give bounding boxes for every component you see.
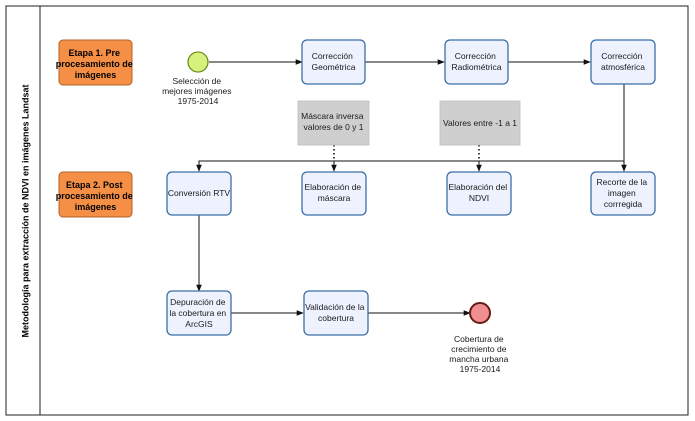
svg-text:Selección de mejores imáge: Selección de mejores imágenes 1975-2014 [162, 76, 234, 106]
end-label-line-2: crecimiento de [451, 344, 507, 354]
task-depuration-line-3: ArcGIS [185, 319, 213, 329]
task-rtv-conversion[interactable]: Conversión RTV [166, 171, 232, 216]
end-label-line-4: 1975-2014 [460, 364, 501, 374]
note-mask[interactable]: Máscara inversa valores de 0 y 1 [297, 100, 370, 146]
svg-text:Corrección Geométrica: Corrección Geométrica [312, 51, 356, 72]
start-label-line-2: mejores imágenes [162, 86, 231, 96]
task-mask-elaboration[interactable]: Elaboración de máscara [301, 171, 367, 216]
stage-pre-line-1: Etapa 1. Pre [68, 48, 120, 58]
note-mask-line-1: Máscara inversa [301, 111, 364, 121]
task-validation-line-1: Validación de la [305, 302, 365, 312]
task-validation-line-2: cobertura [318, 313, 354, 323]
task-mask-line-1: Elaboración de [304, 182, 361, 192]
end-label-line-1: Cobertura de [454, 334, 504, 344]
note-ndvi[interactable]: Valores entre -1 a 1 [439, 100, 521, 146]
task-coverage-depuration[interactable]: Depuración de la cobertura en ArcGIS [166, 290, 232, 336]
task-ndvi-line-1: Elaboración del [449, 182, 508, 192]
task-clip-line-3: corrregida [604, 199, 643, 209]
svg-text:Cobertura de crecimiento d: Cobertura de crecimiento de mancha urban… [449, 334, 510, 374]
stage-post-line-1: Etapa 2. Post [66, 180, 123, 190]
task-ndvi-line-2: NDVI [469, 193, 489, 203]
note-mask-line-2: valores de 0 y 1 [303, 122, 363, 132]
note-ndvi-line-1: Valores entre -1 a 1 [443, 118, 517, 128]
svg-text:Etapa 1. Pre procesamien: Etapa 1. Pre procesamiento de imágenes [56, 48, 136, 80]
task-atmospheric-line-1: Corrección [601, 51, 642, 61]
stage-post-line-3: imágenes [75, 202, 117, 212]
task-geometric-line-2: Geométrica [312, 62, 356, 72]
stage-post-processing[interactable]: Etapa 2. Post procesamiento de imágenes [56, 171, 136, 218]
start-label-line-1: Selección de [172, 76, 221, 86]
task-radiometric-correction[interactable]: Corrección Radiométrica [444, 39, 509, 85]
task-radiometric-line-2: Radiométrica [451, 62, 501, 72]
task-radiometric-line-1: Corrección [455, 51, 496, 61]
task-atmospheric-correction[interactable]: Corrección atmosférica [590, 39, 656, 85]
end-event[interactable] [469, 302, 491, 324]
start-label-line-3: 1975-2014 [178, 96, 219, 106]
svg-text:Etapa 2. Post procesamie: Etapa 2. Post procesamiento de imágenes [56, 180, 136, 212]
svg-text:Recorte de la imagen: Recorte de la imagen corrregida [597, 177, 650, 209]
svg-text:Elaboración del NDVI: Elaboración del NDVI [449, 182, 510, 203]
task-geometric-correction[interactable]: Corrección Geométrica [301, 39, 366, 85]
svg-text:Máscara inversa valores: Máscara inversa valores de 0 y 1 [301, 111, 366, 132]
svg-text:Validación de la cobertu: Validación de la cobertura [305, 302, 367, 323]
stage-post-line-2: procesamiento de [56, 191, 133, 201]
task-image-clip[interactable]: Recorte de la imagen corrregida [590, 171, 656, 216]
task-clip-line-1: Recorte de la [597, 177, 648, 187]
svg-text:Elaboración de máscara: Elaboración de máscara [304, 182, 363, 203]
start-event[interactable] [187, 51, 209, 73]
svg-text:Conversión RTV: Conversión RTV [168, 188, 231, 198]
task-depuration-line-2: la cobertura en [169, 308, 226, 318]
svg-text:Depuración de la cobertu: Depuración de la cobertura en ArcGIS [169, 297, 228, 329]
task-clip-line-2: imagen [608, 188, 636, 198]
task-ndvi-elaboration[interactable]: Elaboración del NDVI [446, 171, 512, 216]
svg-text:Valores entre -1 a 1: Valores entre -1 a 1 [443, 118, 517, 128]
task-atmospheric-line-2: atmosférica [601, 62, 645, 72]
pool-title: Metodología para extracción de NDVI en i… [20, 84, 30, 337]
task-rtv-line-1: Conversión RTV [168, 188, 231, 198]
flow-bus-to-rtv [196, 160, 624, 172]
svg-text:Corrección atmosférica: Corrección atmosférica [601, 51, 645, 72]
svg-text:Corrección Radiométrica: Corrección Radiométrica [451, 51, 501, 72]
task-geometric-line-1: Corrección [312, 51, 353, 61]
task-depuration-line-1: Depuración de [170, 297, 226, 307]
stage-pre-line-2: procesamiento de [56, 59, 133, 69]
task-mask-line-2: máscara [318, 193, 351, 203]
stage-pre-processing[interactable]: Etapa 1. Pre procesamiento de imágenes [56, 39, 136, 86]
end-label-line-3: mancha urbana [449, 354, 508, 364]
task-coverage-validation[interactable]: Validación de la cobertura [303, 290, 369, 336]
stage-pre-line-3: imágenes [75, 70, 117, 80]
